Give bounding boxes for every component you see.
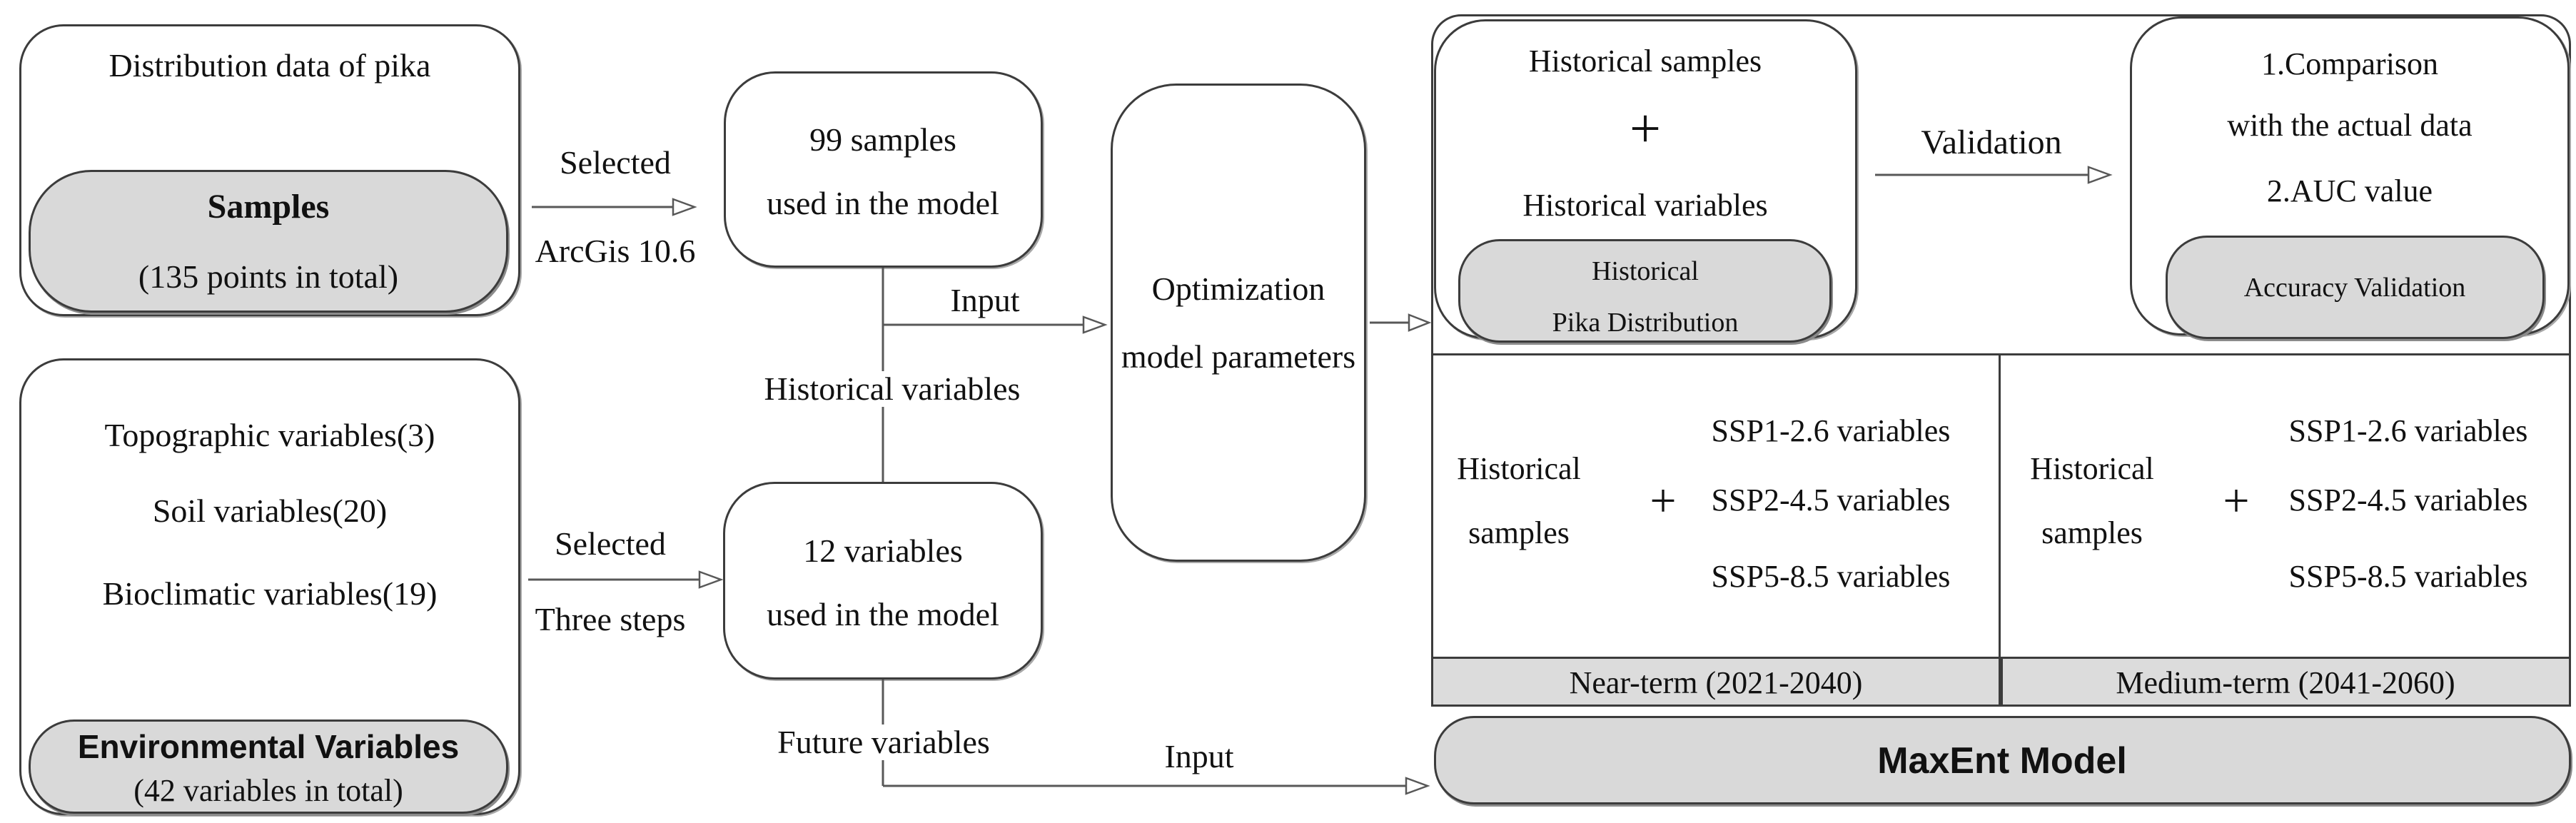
medium-term-bar <box>2001 657 2571 707</box>
historical-pika-distribution-badge <box>1458 239 1832 343</box>
samples-badge <box>29 170 508 313</box>
panel1-historical: Historical <box>1457 451 1581 486</box>
bioclimatic-variables-row: Bioclimatic variables(19) <box>102 575 438 612</box>
maxent-model-label: MaxEnt Model <box>1877 740 2127 782</box>
samples-used-line2: used in the model <box>767 185 999 221</box>
comparison-line1: 1.Comparison <box>2261 46 2439 81</box>
variables-used-line1: 12 variables <box>803 532 963 569</box>
comparison-line2: with the actual data <box>2227 108 2473 143</box>
panel2-historical: Historical <box>2030 451 2154 486</box>
historical-variables-box-label: Historical variables <box>1522 188 1768 223</box>
arcgis-label: ArcGis 10.6 <box>535 233 696 269</box>
panels-top-divider <box>1431 353 2571 355</box>
samples-badge-title: Samples <box>207 188 330 226</box>
samples-badge-subtitle: (135 points in total) <box>138 258 399 295</box>
plus-icon: + <box>1630 97 1661 159</box>
plus-icon: + <box>1650 475 1677 527</box>
arrowhead-icon <box>2087 166 2113 184</box>
medium-term-label: Medium-term (2041-2060) <box>2116 665 2455 700</box>
distribution-data-title: Distribution data of pika <box>108 47 431 84</box>
historical-pika-badge-line2: Pika Distribution <box>1552 308 1739 338</box>
validation-label: Validation <box>1921 123 2062 161</box>
arrowhead-icon <box>1408 313 1432 332</box>
panel1-ssp2-row: SSP2-4.5 variables <box>1711 483 1951 517</box>
historical-variables-label: Historical variables <box>757 371 1028 407</box>
near-term-bar <box>1431 657 2001 707</box>
topographic-variables-row: Topographic variables(3) <box>104 417 435 453</box>
optimization-line1: Optimization <box>1151 271 1325 307</box>
future-variables-label: Future variables <box>770 724 997 760</box>
panel2-samples: samples <box>2041 515 2143 550</box>
three-steps-label: Three steps <box>535 601 686 637</box>
panel1-samples: samples <box>1468 515 1570 550</box>
variables-used-line2: used in the model <box>767 596 999 632</box>
samples-used-line1: 99 samples <box>809 121 956 158</box>
panel1-ssp5-row: SSP5-8.5 variables <box>1711 559 1951 594</box>
arrowhead-icon <box>672 198 697 216</box>
optimization-line2: model parameters <box>1121 338 1356 375</box>
arrowhead-icon <box>1082 315 1108 334</box>
plus-icon: + <box>2223 475 2250 527</box>
input-label-top: Input <box>950 282 1020 318</box>
panel2-ssp2-row: SSP2-4.5 variables <box>2288 483 2528 517</box>
panel1-ssp1-row: SSP1-2.6 variables <box>1711 413 1951 448</box>
near-term-label: Near-term (2021-2040) <box>1569 665 1863 700</box>
historical-pika-badge-line1: Historical <box>1592 256 1699 286</box>
input-label-bottom: Input <box>1164 738 1234 774</box>
maxent-model-bar <box>1434 716 2571 804</box>
comparison-line3: 2.AUC value <box>2266 173 2433 208</box>
historical-samples-label: Historical samples <box>1528 44 1762 79</box>
arrowhead-icon <box>698 570 724 589</box>
panel2-ssp5-row: SSP5-8.5 variables <box>2288 559 2528 594</box>
environmental-variables-badge-subtitle: (42 variables in total) <box>133 773 403 808</box>
environmental-variables-badge-title: Environmental Variables <box>77 728 460 765</box>
accuracy-validation-label: Accuracy Validation <box>2243 273 2466 303</box>
variables-used-box <box>723 482 1043 680</box>
selected-label-bottom: Selected <box>555 525 666 562</box>
panel2-ssp1-row: SSP1-2.6 variables <box>2288 413 2528 448</box>
environmental-variables-badge <box>29 720 508 814</box>
selected-label-top: Selected <box>560 144 671 181</box>
accuracy-validation-badge <box>2166 236 2545 339</box>
panels-middle-divider <box>1999 355 2001 707</box>
optimization-box <box>1111 84 1366 562</box>
soil-variables-row: Soil variables(20) <box>152 493 388 529</box>
samples-used-box <box>724 71 1043 268</box>
arrowhead-icon <box>1405 777 1430 795</box>
